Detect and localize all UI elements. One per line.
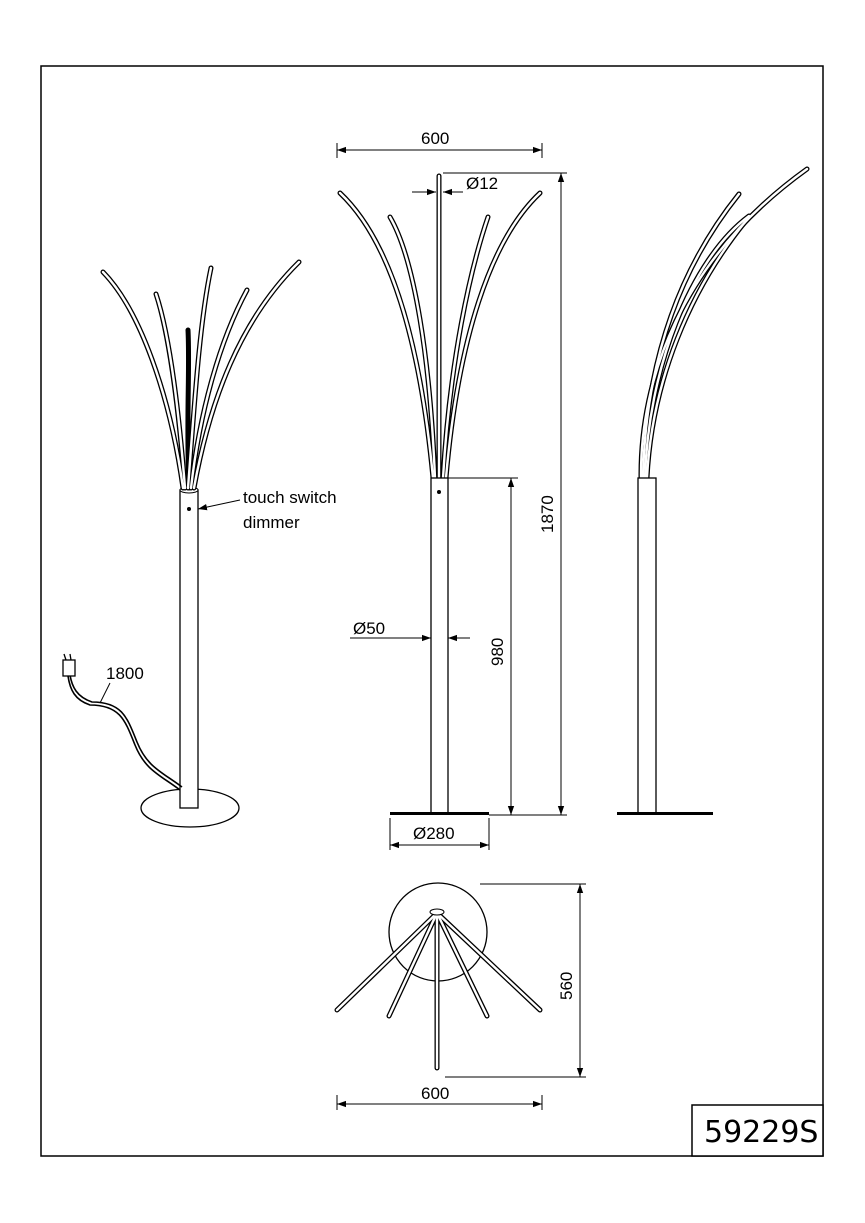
top-depth-label: 560 xyxy=(557,972,576,1000)
side-pole xyxy=(637,477,657,815)
power-cable xyxy=(67,675,181,791)
top-arms xyxy=(334,910,543,1071)
front-view: 600 Ø12 1870 xyxy=(336,129,567,850)
front-width-label: 600 xyxy=(421,129,449,148)
front-pole xyxy=(430,477,449,815)
perspective-view: touch switch dimmer 1800 xyxy=(62,259,337,828)
rod-diameter-label: Ø12 xyxy=(466,174,498,193)
power-plug-icon xyxy=(62,653,76,677)
dimmer-label: dimmer xyxy=(243,513,300,532)
touch-switch-dot xyxy=(187,507,191,511)
total-height-label: 1870 xyxy=(538,495,557,533)
product-code: 59229S xyxy=(704,1115,818,1150)
pole-height-label: 980 xyxy=(488,638,507,666)
perspective-pole xyxy=(179,489,199,809)
touch-switch-label: touch switch xyxy=(243,488,337,507)
base-diameter-label: Ø280 xyxy=(413,824,455,843)
top-view: 560 600 xyxy=(334,882,586,1110)
cable-length-label: 1800 xyxy=(106,664,144,683)
pole-diameter-label: Ø50 xyxy=(353,619,385,638)
side-base xyxy=(617,812,713,815)
top-width-label: 600 xyxy=(421,1084,449,1103)
front-base xyxy=(390,812,489,815)
product-code-box: 59229S xyxy=(691,1104,824,1157)
side-view xyxy=(617,166,810,815)
drawing-frame xyxy=(40,65,824,1157)
